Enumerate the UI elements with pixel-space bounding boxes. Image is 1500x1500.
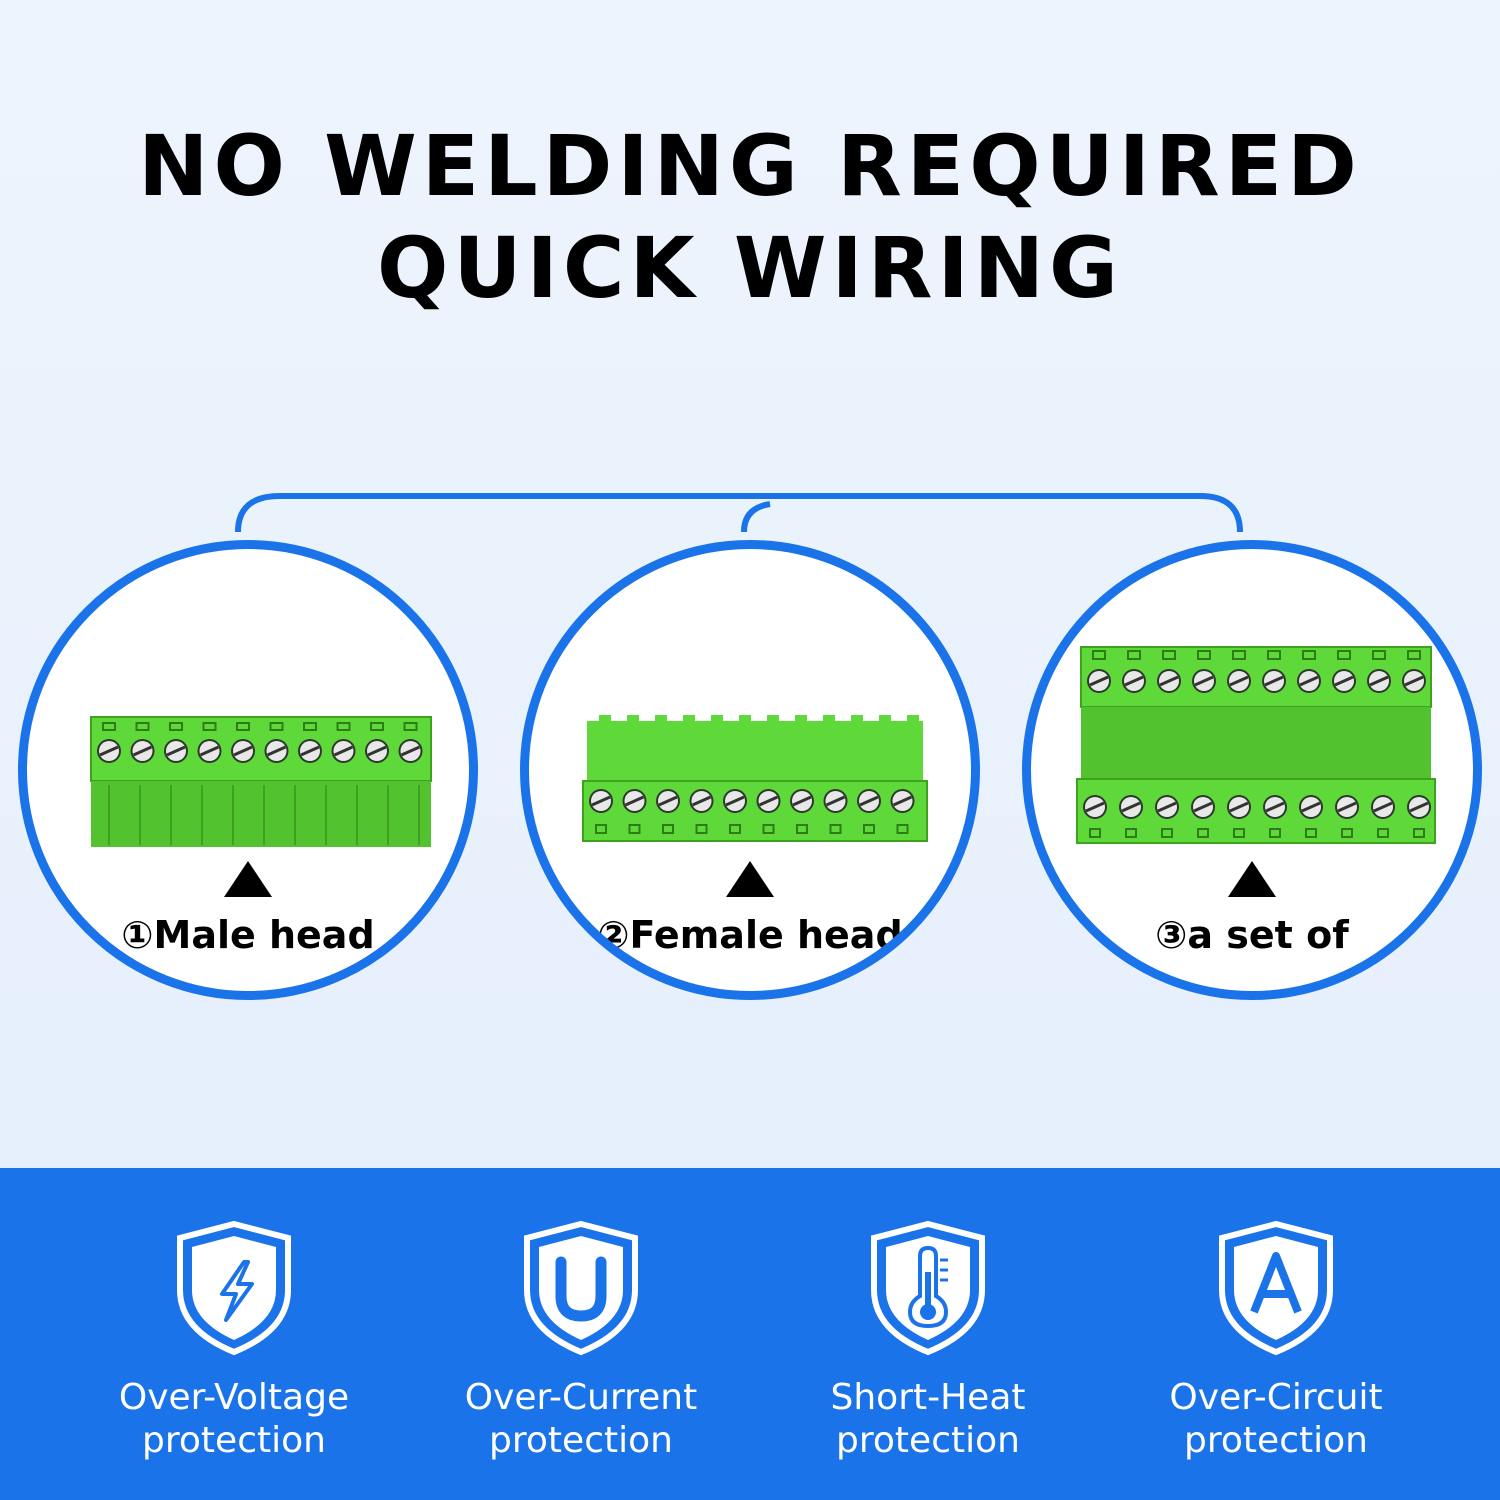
wire-slot [236, 722, 250, 731]
female-head-connector-image [582, 715, 928, 842]
pointer-triangle [224, 861, 272, 897]
item-label: ②Female head [597, 913, 903, 957]
wire-slot [1089, 828, 1101, 838]
a-shield-icon [1219, 1220, 1333, 1356]
wire-slot [863, 824, 875, 834]
wire-slot [169, 722, 183, 731]
feature-subtitle: protection [836, 1420, 1020, 1461]
wire-slot [1413, 828, 1425, 838]
u-shield-icon [524, 1220, 638, 1356]
lightning-shield-icon [177, 1220, 291, 1356]
wire-slot [829, 824, 842, 834]
feature-short-heat: Short-Heat protection [778, 1220, 1078, 1462]
wire-slot [1197, 828, 1209, 838]
wire-slot [1377, 828, 1389, 838]
wire-slot [1162, 650, 1176, 660]
wire-slot [1341, 828, 1353, 838]
wire-slot [1233, 828, 1245, 838]
feature-over-voltage: Over-Voltage protection [84, 1220, 384, 1462]
headline-line-1: NO WELDING REQUIRED [138, 117, 1362, 215]
wire-slot [1302, 650, 1316, 660]
protection-features-band: Over-Voltage protection Over-Current pro… [0, 1168, 1500, 1500]
wire-slot [1127, 650, 1141, 660]
wire-slot [135, 722, 150, 731]
wire-slot [1269, 828, 1281, 838]
headline-line-2: QUICK WIRING [377, 219, 1123, 317]
wire-slot [896, 824, 909, 834]
item-label: ③a set of [1155, 913, 1349, 957]
thermometer-shield-icon [871, 1220, 985, 1356]
wire-slot [762, 824, 775, 834]
male-head-connector-image [90, 716, 432, 847]
wire-slot [1305, 828, 1317, 838]
pointer-triangle [1228, 861, 1276, 897]
wire-slot [403, 722, 418, 731]
pointer-triangle [726, 861, 774, 897]
wire-slot [1232, 650, 1246, 660]
wire-slot [662, 824, 674, 834]
feature-subtitle: protection [1184, 1420, 1368, 1461]
wire-slot [628, 824, 641, 834]
feature-over-circuit: Over-Circuit protection [1126, 1220, 1426, 1462]
connector-set-image [1076, 646, 1436, 844]
wire-slot [1372, 650, 1386, 660]
feature-title: Over-Voltage [118, 1377, 350, 1418]
wire-slot [1161, 828, 1173, 838]
item-set: ③a set of [1022, 540, 1482, 1000]
wire-slot [370, 722, 384, 731]
wire-slot [269, 722, 284, 731]
wire-slot [1407, 650, 1421, 660]
wire-slot [1337, 650, 1351, 660]
feature-subtitle: protection [489, 1420, 673, 1461]
item-male-head: ①Male head [18, 540, 478, 1000]
feature-subtitle: protection [142, 1420, 326, 1461]
wire-slot [729, 824, 741, 834]
wire-slot [1092, 650, 1106, 660]
wire-slot [1267, 650, 1281, 660]
wire-slot [695, 824, 708, 834]
feature-title: Over-Current [464, 1377, 698, 1418]
wire-slot [102, 722, 116, 731]
item-female-head: ②Female head [520, 540, 980, 1000]
feature-title: Over-Circuit [1169, 1377, 1383, 1418]
item-label: ①Male head [121, 913, 375, 957]
feature-over-current: Over-Current protection [431, 1220, 731, 1462]
wire-slot [595, 824, 607, 834]
wire-slot [796, 824, 808, 834]
bracket-connector-line [235, 493, 1243, 533]
wire-slot [1125, 828, 1137, 838]
wire-slot [202, 722, 217, 731]
feature-title: Short-Heat [830, 1377, 1026, 1418]
wire-slot [1197, 650, 1211, 660]
wire-slot [336, 722, 351, 731]
wire-slot [303, 722, 317, 731]
